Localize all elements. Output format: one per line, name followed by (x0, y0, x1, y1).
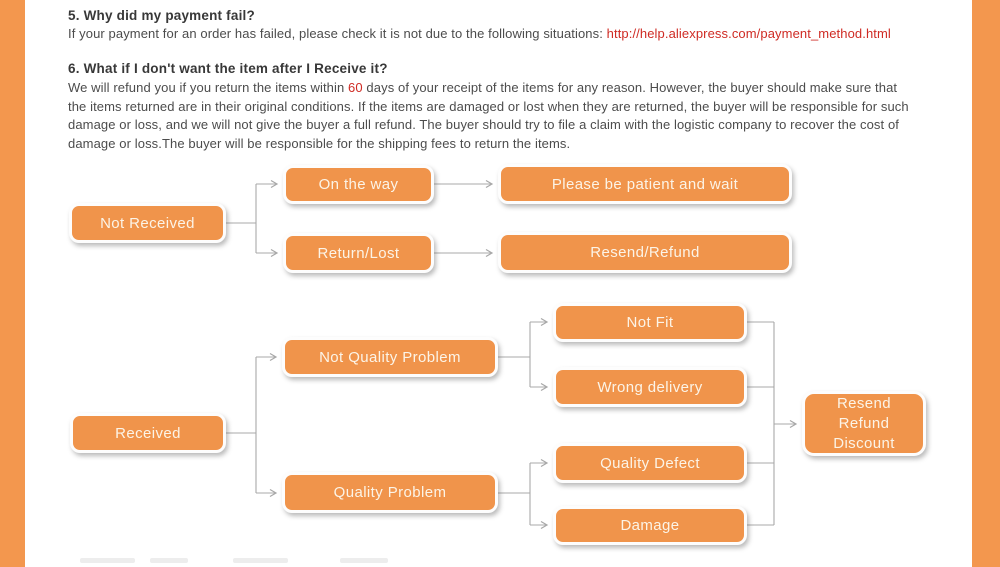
flow-node-resend-refund-discount: Resend Refund Discount (802, 391, 926, 456)
outcome-line-refund: Refund (838, 414, 890, 432)
faq-question-6-answer: We will refund you if you return the ite… (68, 79, 916, 153)
flow-node-wrong-delivery: Wrong delivery (553, 367, 747, 407)
left-orange-bar (0, 0, 25, 567)
flow-node-damage: Damage (553, 506, 747, 545)
cutoff-text-remnant (340, 558, 388, 563)
flow-node-on-the-way: On the way (283, 165, 434, 204)
flow-node-not-fit: Not Fit (553, 303, 747, 342)
flow-node-please-be-patient: Please be patient and wait (498, 164, 792, 204)
flow-node-received: Received (70, 413, 226, 453)
flow-node-quality-problem: Quality Problem (282, 472, 498, 513)
flow-node-return-lost: Return/Lost (283, 233, 434, 273)
outcome-line-discount: Discount (833, 434, 895, 452)
payment-method-link[interactable]: http://help.aliexpress.com/payment_metho… (606, 26, 891, 41)
faq-question-5-heading: 5. Why did my payment fail? (68, 8, 255, 23)
outcome-line-resend: Resend (836, 394, 892, 412)
flow-node-not-quality-problem: Not Quality Problem (282, 337, 498, 377)
cutoff-text-remnant (80, 558, 135, 563)
flow-node-not-received: Not Received (69, 203, 226, 243)
faq-question-6-heading: 6. What if I don't want the item after I… (68, 61, 388, 76)
faq-question-5-answer-text: If your payment for an order has failed,… (68, 26, 607, 41)
sixty-days-highlight: 60 (348, 80, 363, 95)
flow-node-resend-refund: Resend/Refund (498, 232, 792, 273)
cutoff-text-remnant (150, 558, 188, 563)
cutoff-text-remnant (233, 558, 288, 563)
faq-question-5-answer: If your payment for an order has failed,… (68, 26, 891, 41)
right-orange-bar (972, 0, 1000, 567)
faq-question-6-answer-text-before: We will refund you if you return the ite… (68, 80, 349, 95)
flow-node-quality-defect: Quality Defect (553, 443, 747, 483)
faq-question-6-answer-text-after: days of your receipt of the items for an… (68, 80, 909, 151)
